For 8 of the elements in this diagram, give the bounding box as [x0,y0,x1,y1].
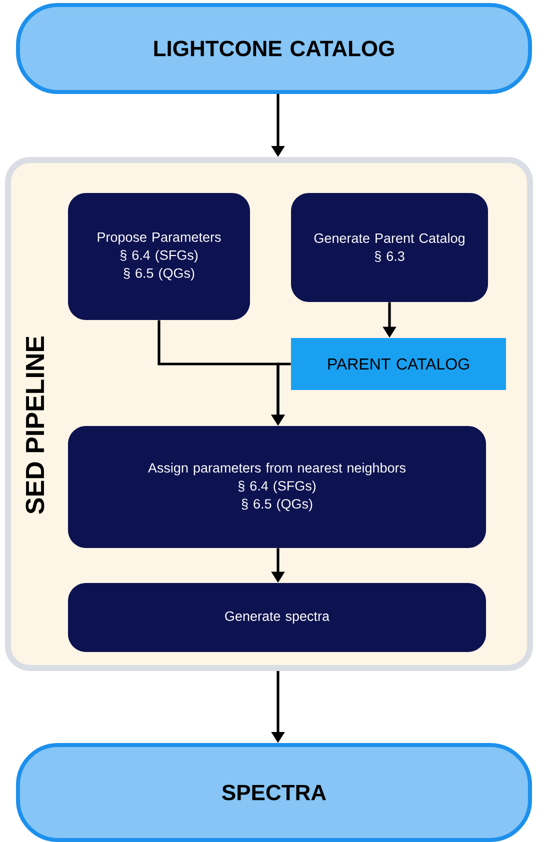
process-box: Generate spectra [68,583,486,652]
terminal-pill: SPECTRA [16,743,532,842]
process-box: Generate Parent Catalog § 6.3 [291,193,488,302]
process-box: Assign parameters from nearest neighbors § 6.4 (SFGs) § 6.5 (QGs) [68,426,486,548]
terminal-pill: LIGHTCONE CATALOG [16,3,532,94]
process-box: Propose Parameters § 6.4 (SFGs) § 6.5 (QGs) [68,193,250,320]
data-box: PARENT CATALOG [291,338,506,390]
panel-heading: SED PIPELINE [26,336,44,514]
